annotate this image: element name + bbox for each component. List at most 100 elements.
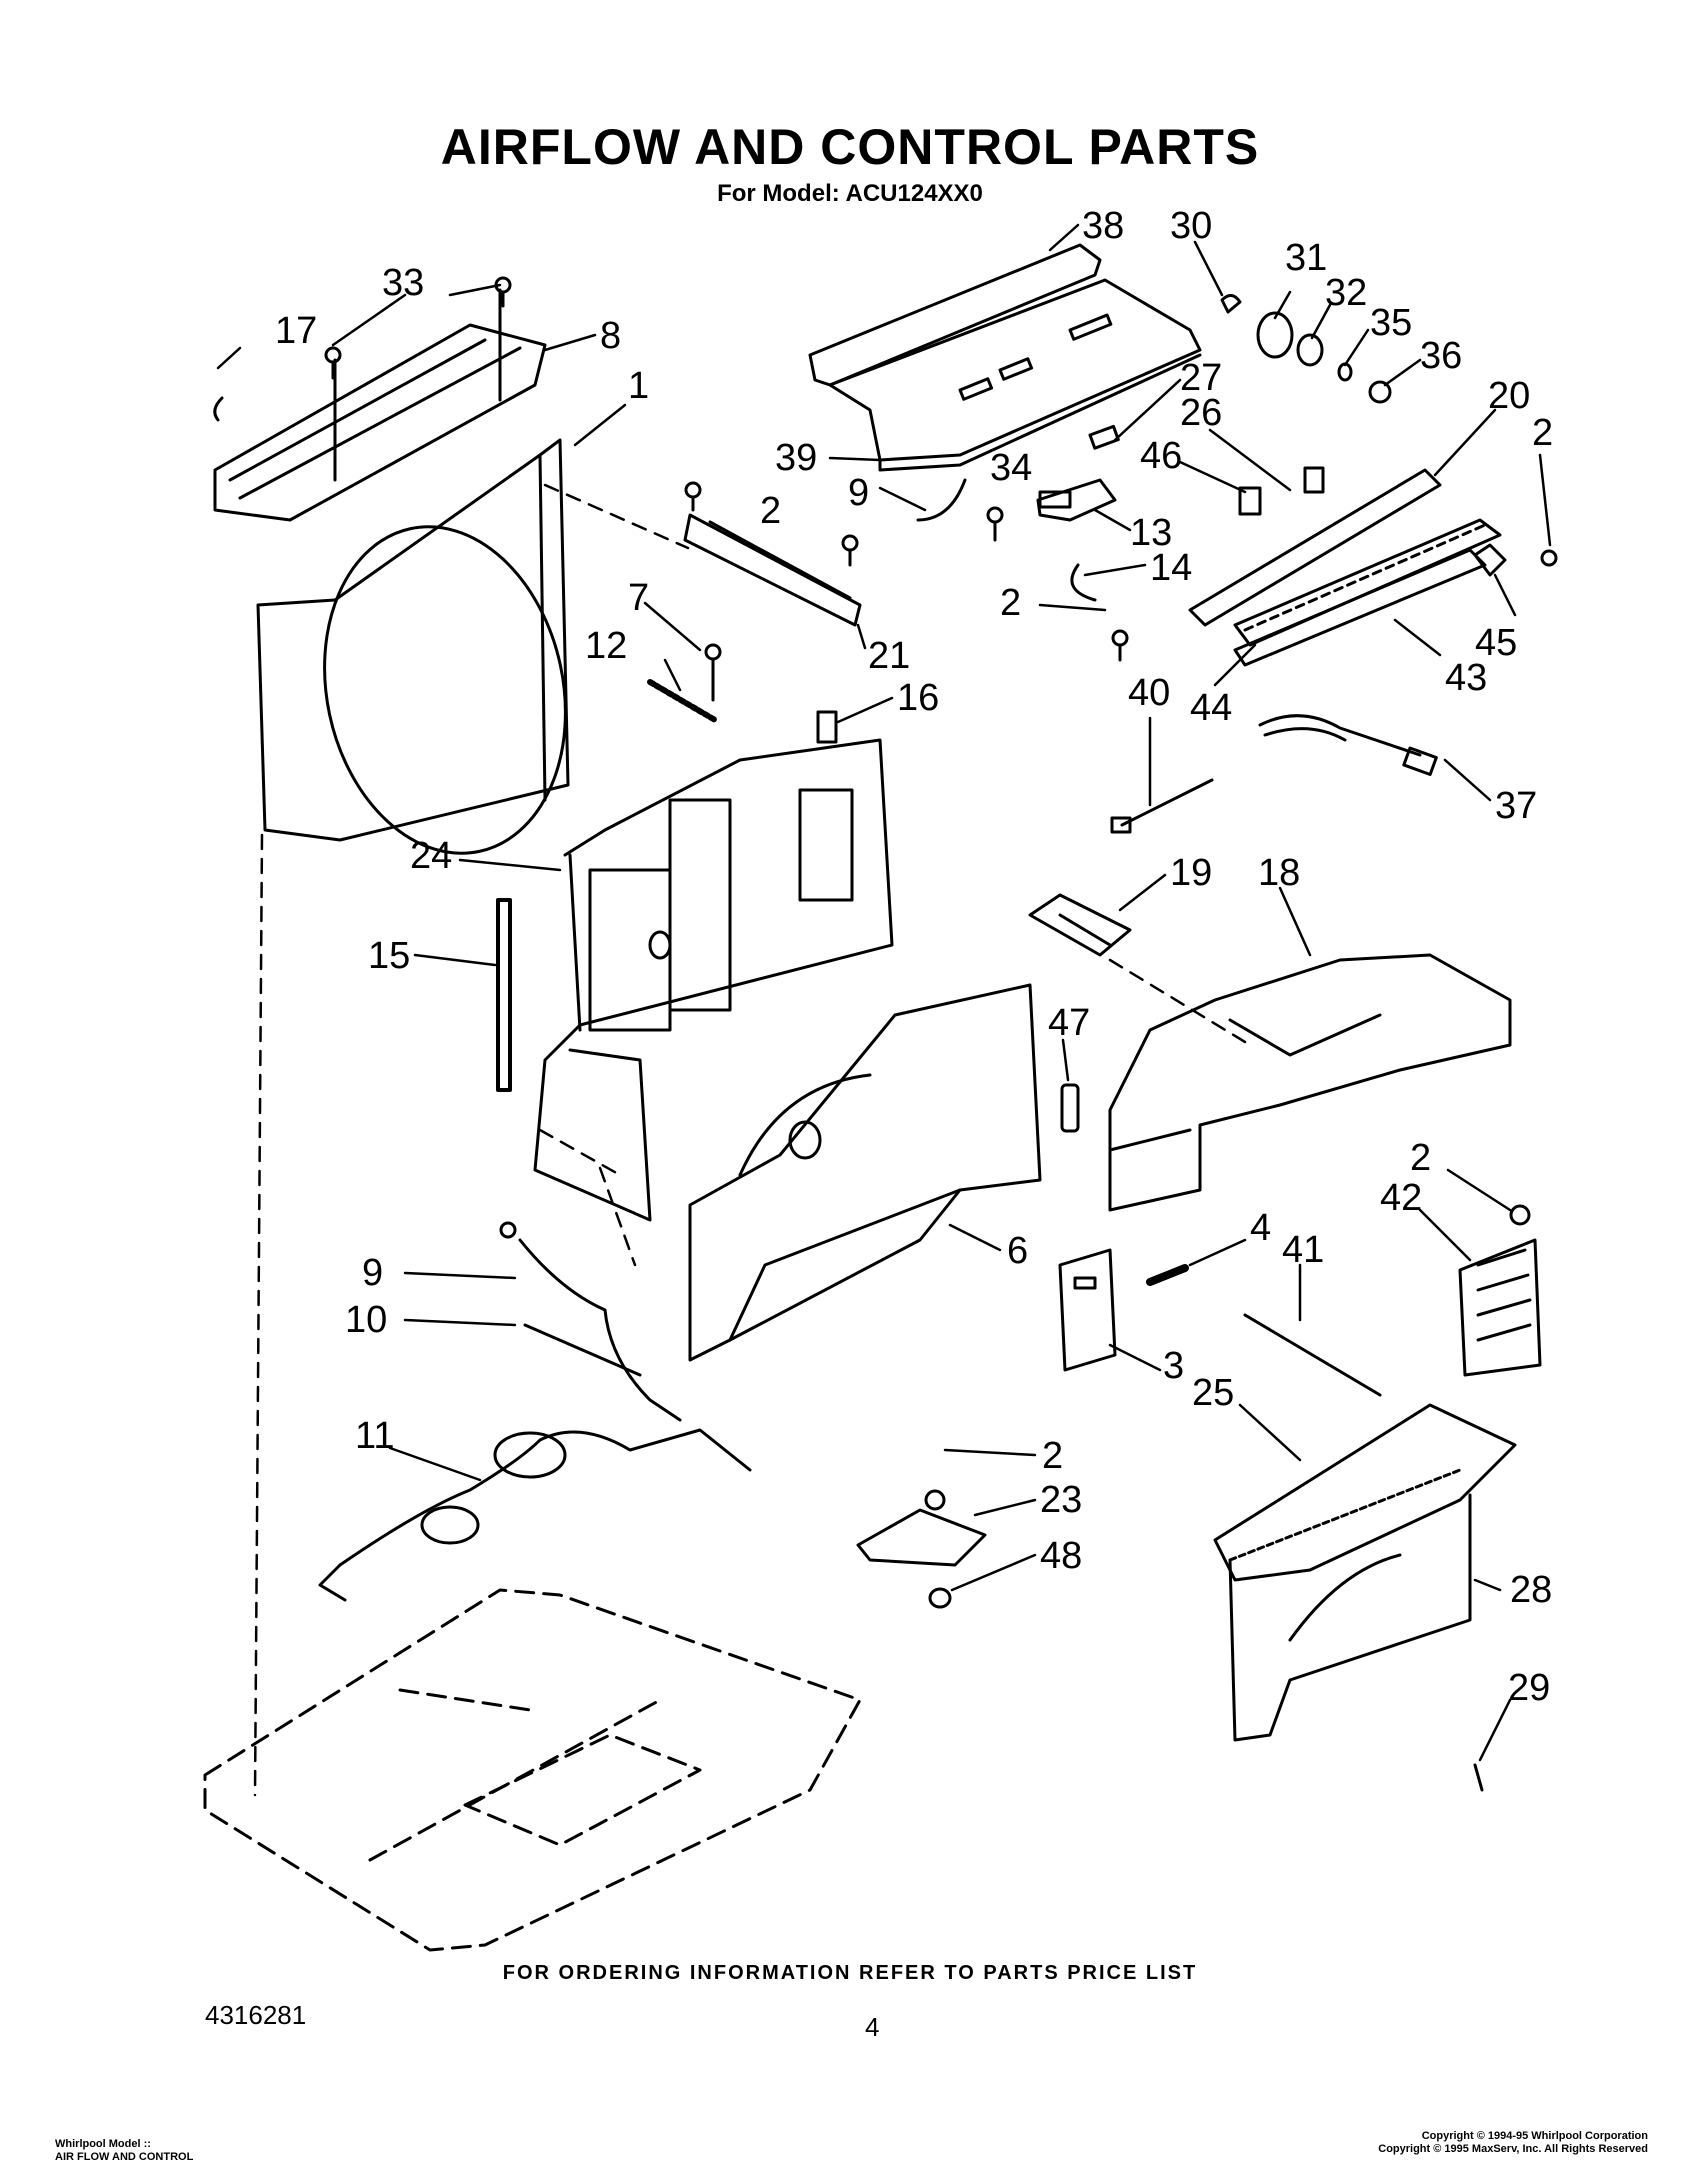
callout-48: 48 [1040,1535,1082,1577]
callout-14: 14 [1150,547,1192,589]
part-15-gasket [496,898,512,1092]
callout-29: 29 [1508,1667,1550,1709]
callout-2-c: 2 [1000,582,1021,624]
callout-11: 11 [355,1415,394,1457]
callout-25: 25 [1192,1372,1234,1414]
part-38-control-bracket [808,243,1202,472]
callout-21: 21 [868,635,910,677]
part-48-nut [928,1587,952,1609]
callout-31: 31 [1285,237,1327,279]
footer-copyright: Copyright © 1994-95 Whirlpool Corporatio… [1378,2130,1648,2156]
part-4-screw [1146,1264,1189,1286]
ordering-info-note: FOR ORDERING INFORMATION REFER TO PARTS … [502,1962,1198,1984]
part-6-scroll [688,983,1042,1362]
callout-46: 46 [1140,435,1182,477]
callout-28: 28 [1510,1569,1552,1611]
callout-20: 20 [1488,375,1530,417]
callout-3: 3 [1163,1345,1184,1387]
footer-model-line-1: Whirlpool Model :: [55,2138,151,2150]
callout-numbers: 17 33 8 1 38 30 31 32 35 36 20 2 27 26 3… [275,205,1553,1709]
callout-44: 44 [1190,687,1232,729]
part-14-wire [1070,563,1097,602]
part-3-bracket [1058,1248,1117,1372]
page-number: 4 [865,2012,880,2042]
part-41-rod [1243,1313,1382,1397]
part-19-bracket [1028,893,1132,957]
callout-1: 1 [628,365,649,407]
callout-27: 27 [1180,357,1222,399]
part-29-screw [1473,1763,1484,1792]
part-16-clip [816,710,838,744]
callout-7: 7 [628,577,649,619]
footer-model-info: Whirlpool Model :: AIR FLOW AND CONTROL [55,2138,193,2164]
part-8-top-cover [213,288,547,522]
part-43-rail [1233,518,1502,647]
part-45-knob [1473,543,1507,577]
callout-37: 37 [1495,785,1537,827]
part-1-fan-shroud [256,438,570,855]
callout-18: 18 [1258,852,1300,894]
part-20-rail [1188,468,1442,627]
callout-9-b: 9 [362,1252,383,1294]
part-37-harness [1258,714,1438,776]
model-subtitle: For Model: ACU124XX0 [717,180,983,207]
part-7-screw [704,643,722,702]
callout-36: 36 [1420,335,1462,377]
callout-6: 6 [1007,1230,1028,1272]
callout-34: 34 [990,447,1032,489]
part-17-clip [213,396,224,422]
callout-23: 23 [1040,1479,1082,1521]
part-46-switch [1238,466,1325,516]
part-47-seal [1060,1083,1080,1133]
callout-2-e: 2 [1042,1435,1063,1477]
part-27-component [1088,424,1120,450]
callout-43: 43 [1445,657,1487,699]
part-42-grille [1458,1238,1542,1377]
footer-model-line-2: AIR FLOW AND CONTROL [55,2151,194,2163]
part-13-relay [1036,478,1117,522]
callout-19: 19 [1170,852,1212,894]
callout-10: 10 [345,1299,387,1341]
callout-47: 47 [1048,1002,1090,1044]
part-21-bracket [683,513,862,627]
part-9-wire-top [916,478,967,522]
callout-32: 32 [1325,272,1367,314]
part-11-power-cord [318,1428,752,1602]
part-2-screws [684,481,1558,1511]
document-number: 4316281 [205,2000,307,2030]
callout-39: 39 [775,437,817,479]
callout-2-b: 2 [760,490,781,532]
callout-35: 35 [1370,302,1412,344]
callout-30: 30 [1170,205,1212,247]
part-23-bracket [856,1508,987,1567]
callout-13: 13 [1130,512,1172,554]
base-pan [203,1588,862,1952]
copyright-line-2: Copyright © 1995 MaxServ, Inc. All Right… [1378,2143,1648,2155]
callout-45: 45 [1475,622,1517,664]
callout-41: 41 [1282,1229,1324,1271]
callout-42: 42 [1380,1177,1422,1219]
callout-2-a: 2 [1532,412,1553,454]
callout-38: 38 [1082,205,1124,247]
callout-4: 4 [1250,1207,1271,1249]
part-24-blower-housing [533,738,894,1222]
part-12-spring [647,679,718,723]
callout-8: 8 [600,315,621,357]
callout-2-d: 2 [1410,1137,1431,1179]
callout-26: 26 [1180,392,1222,434]
callout-15: 15 [368,935,410,977]
callout-9-a: 9 [848,472,869,514]
callout-12: 12 [585,625,627,667]
page-title: AIRFLOW AND CONTROL PARTS [440,119,1260,175]
callout-40: 40 [1128,672,1170,714]
callout-33: 33 [382,262,424,304]
part-9-10-wires [499,1221,682,1422]
leader-lines [216,223,1552,1762]
callout-17: 17 [275,310,317,352]
alignment-lines [253,483,1252,1797]
part-40-bolt [1110,778,1214,834]
part-18-duct [1108,953,1512,1212]
copyright-line-1: Copyright © 1994-95 Whirlpool Corporatio… [1421,2130,1648,2142]
callout-24: 24 [410,835,452,877]
